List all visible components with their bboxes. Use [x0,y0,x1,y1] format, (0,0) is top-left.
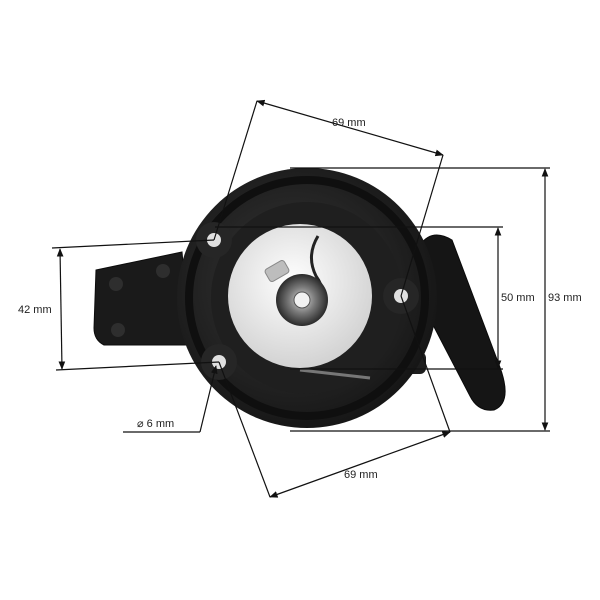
label-top-width: 69 mm [332,117,366,129]
ear-hole-lower [111,323,125,337]
housing-rim [185,176,429,420]
label-hole-diameter: ⌀ 6 mm [137,418,174,430]
mounting-ear [93,251,191,346]
ear-hole-right [156,264,170,278]
hub-center [293,291,311,309]
label-overall-height: 93 mm [548,292,582,304]
spring-wire [299,368,371,380]
pulley-pawl [264,260,290,282]
label-bottom-width: 69 mm [344,469,378,481]
pull-handle [419,234,506,411]
ear-hole-upper [109,277,123,291]
label-inner-height: 50 mm [501,292,535,304]
label-left-height: 42 mm [18,304,52,316]
